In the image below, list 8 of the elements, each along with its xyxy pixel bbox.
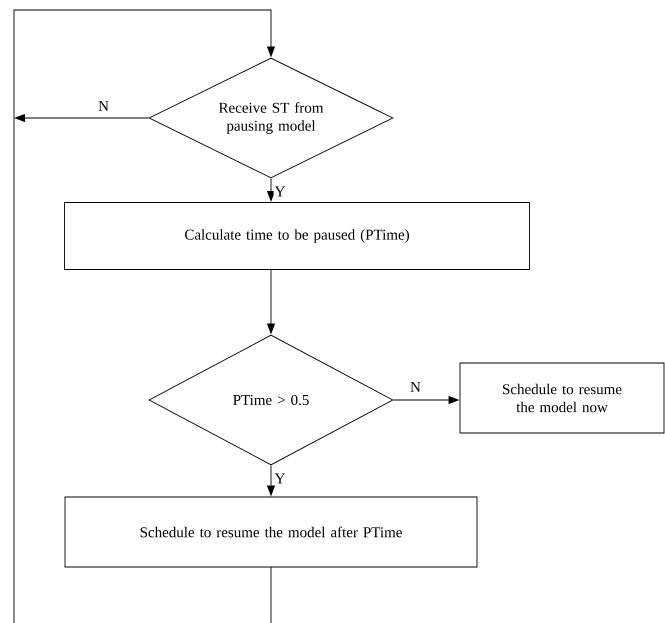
edge-label: N — [97, 100, 110, 112]
arrow — [14, 10, 276, 623]
process-box: Schedule to resume the model after PTime — [64, 496, 478, 568]
process-box: Calculate time to be paused (PTime) — [64, 202, 530, 270]
process-box: Schedule to resume the model now — [460, 362, 664, 434]
edge-label: N — [409, 381, 422, 393]
edge-label: Y — [274, 472, 286, 484]
edge-label: Y — [274, 186, 286, 198]
